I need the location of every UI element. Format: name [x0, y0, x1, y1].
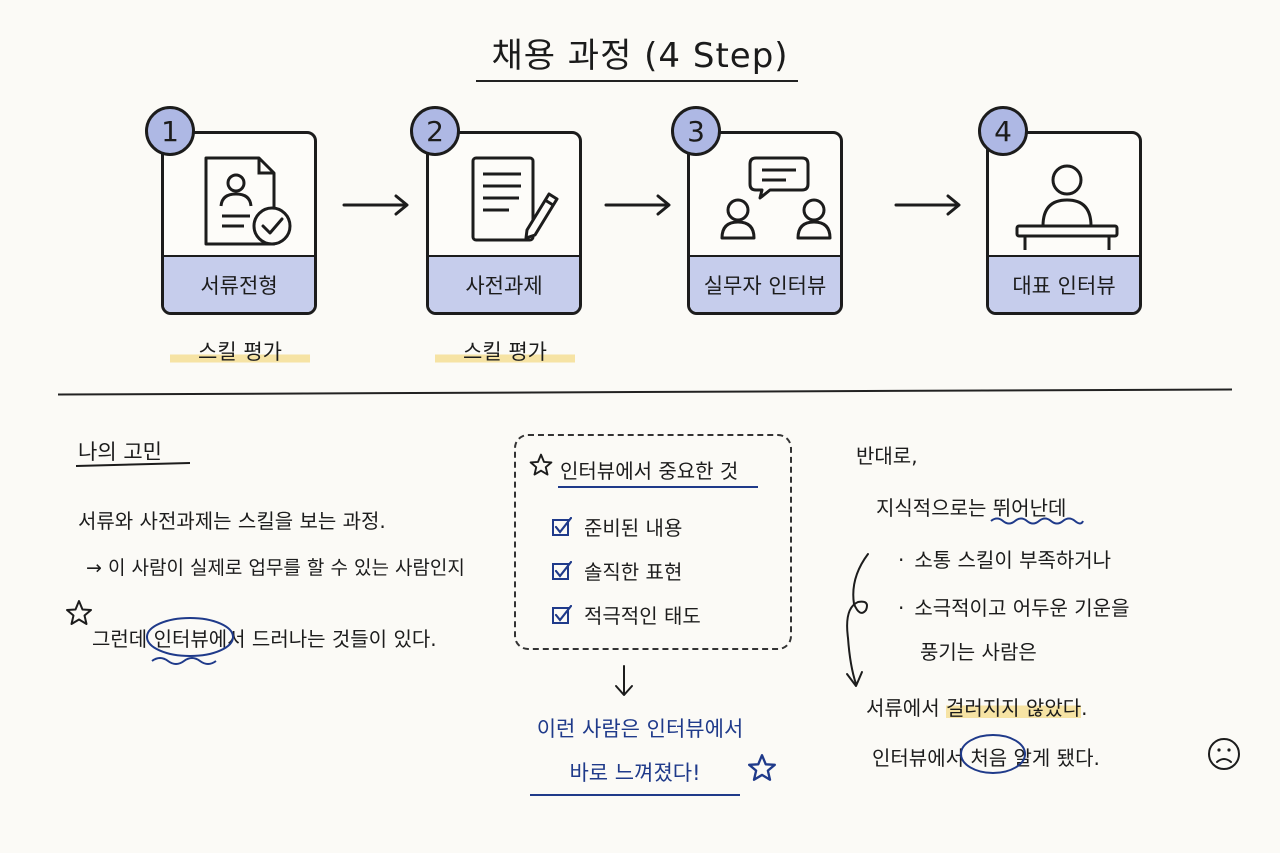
worry-line-1: 서류와 사전과제는 스킬을 보는 과정. [78, 509, 386, 533]
step-card-2: 사전과제 [426, 131, 582, 315]
checkbox-checked-icon [552, 560, 572, 580]
circle-mark [960, 734, 1027, 774]
step-number-badge-1: 1 [145, 106, 195, 156]
important-heading-underline [558, 486, 758, 488]
step-label-4: 대표 인터뷰 [989, 255, 1139, 312]
step-label-3: 실무자 인터뷰 [690, 255, 840, 312]
heading-underline [75, 462, 191, 467]
highlighted-phrase: 걸러지지 않았다 [945, 696, 1082, 720]
checkbox-checked-icon [552, 516, 572, 536]
important-item-label: 준비된 내용 [584, 516, 683, 540]
important-item-label: 적극적인 태도 [584, 604, 701, 628]
important-item-3: 적극적인 태도 [552, 600, 701, 629]
bullet-dot: · [898, 596, 905, 620]
important-item-2: 솔직한 표현 [552, 556, 682, 585]
circled-word: 처음 [960, 734, 1027, 774]
checkbox-checked-icon [552, 604, 572, 624]
important-item-label: 솔직한 표현 [584, 560, 683, 584]
wavy-underline [990, 517, 1084, 525]
opposite-bullet-continuation: 풍기는 사람은 [920, 640, 1037, 664]
arrow-right-icon [604, 194, 671, 216]
star-icon [529, 453, 553, 476]
conclusion-line-1: 이런 사람은 인터뷰에서 [536, 717, 744, 741]
curved-arrow-icon [846, 553, 869, 687]
star-icon [748, 754, 776, 781]
conclusion-line-2: 바로 느껴졌다! [569, 761, 701, 785]
step-number-badge-4: 4 [978, 106, 1028, 156]
worry-line-2: → 이 사람이 실제로 업무를 할 수 있는 사람인지 [86, 557, 465, 579]
section-divider [58, 388, 1232, 396]
circle-mark [145, 617, 234, 665]
opposite-bullet-2: ·소극적이고 어두운 기운을 [898, 596, 1130, 620]
arrow-right-icon [342, 194, 409, 216]
step-card-3: 실무자 인터뷰 [687, 131, 843, 315]
step-sub-1: 스킬 평가 [170, 336, 310, 366]
opposite-line-1-pre: 지식적으로는 [876, 496, 993, 520]
arrow-right-icon [894, 194, 961, 216]
arrow-down-icon [615, 665, 633, 696]
worry-line-3-pre: 그런데 [92, 627, 154, 651]
step-card-1: 서류전형 [161, 131, 317, 315]
step-card-4: 대표 인터뷰 [986, 131, 1142, 315]
opposite-line-3: 서류에서 걸러지지 않았다. [866, 696, 1088, 720]
step-label-1: 서류전형 [164, 255, 314, 312]
person-at-desk-icon [1015, 164, 1119, 250]
circled-word: 인터뷰 [145, 617, 234, 665]
worry-line-3-post: 에서 드러나는 것들이 있다. [208, 627, 437, 651]
step-number-badge-2: 2 [410, 106, 460, 156]
important-box [514, 434, 792, 650]
worry-heading: 나의 고민 [78, 440, 162, 464]
step-number-badge-3: 3 [671, 106, 721, 156]
conclusion-underline [530, 794, 740, 796]
opposite-line-1: 지식적으로는 뛰어난데 [876, 492, 1084, 525]
opposite-line-4: 인터뷰에서 처음 알게 됐다. [872, 734, 1100, 774]
important-item-1: 준비된 내용 [552, 512, 682, 541]
document-pencil-icon [471, 156, 559, 242]
star-icon [66, 600, 92, 625]
sad-face-icon [1208, 738, 1240, 770]
title-underline [476, 80, 798, 82]
two-people-chat-icon [720, 156, 832, 240]
opposite-bullet-1: ·소통 스킬이 부족하거나 [898, 548, 1112, 572]
resume-check-icon [204, 156, 292, 246]
important-heading: 인터뷰에서 중요한 것 [560, 459, 739, 483]
step-label-2: 사전과제 [429, 255, 579, 312]
page-title: 채용 과정 (4 Step) [491, 36, 789, 76]
opposite-heading: 반대로, [856, 444, 918, 468]
wavy-underlined-word: 뛰어난데 [990, 492, 1084, 525]
bullet-dot: · [898, 548, 905, 572]
step-sub-2: 스킬 평가 [435, 336, 575, 366]
